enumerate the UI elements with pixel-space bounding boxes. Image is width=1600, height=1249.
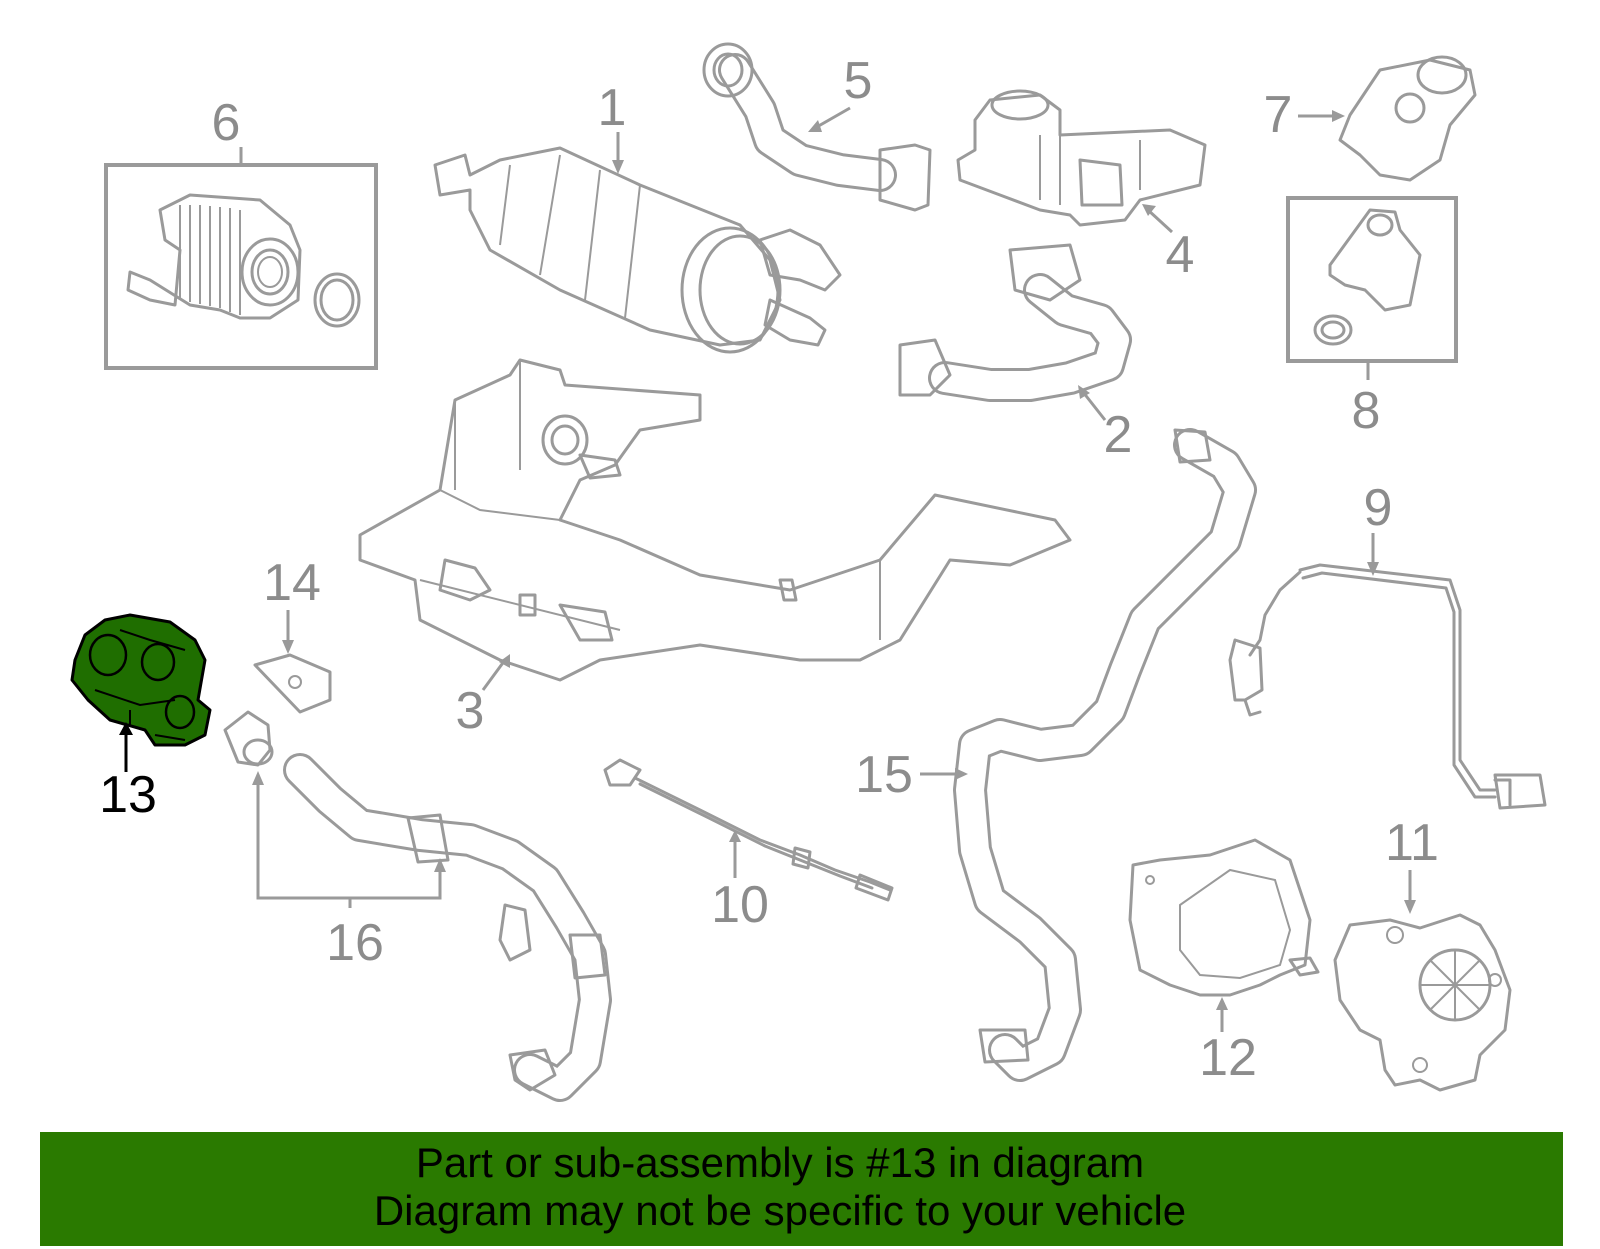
- callout-3: 3: [456, 682, 485, 740]
- callout-10: 10: [711, 876, 769, 934]
- part-6-o-ring: [313, 272, 361, 328]
- part-1-canister[interactable]: 1: [433, 79, 842, 354]
- callout-4: 4: [1166, 226, 1195, 284]
- part-16-hose[interactable]: 16: [223, 710, 612, 1102]
- banner-line-2: Diagram may not be specific to your vehi…: [373, 1187, 1187, 1234]
- part-9-sensor[interactable]: 9: [1228, 479, 1547, 810]
- callout-15: 15: [855, 746, 913, 804]
- parts-diagram: 6 1 5 4 7: [70, 42, 1547, 1102]
- callout-5: 5: [844, 52, 873, 110]
- banner-line-1: Part or sub-assembly is #13 in diagram: [415, 1139, 1145, 1186]
- part-11-housing[interactable]: 11: [1333, 814, 1512, 1092]
- callout-11: 11: [1385, 814, 1439, 872]
- part-6-module: [126, 193, 302, 320]
- part-15-hose[interactable]: 15: [855, 428, 1257, 1082]
- callout-8: 8: [1352, 382, 1381, 440]
- part-12-shield[interactable]: 12: [1128, 838, 1320, 1087]
- callout-6: 6: [212, 94, 241, 152]
- part-3-bracket[interactable]: 3: [358, 358, 1072, 740]
- callout-12: 12: [1199, 1029, 1257, 1087]
- callout-13: 13: [99, 766, 157, 824]
- part-10-sensor[interactable]: 10: [603, 758, 894, 934]
- part-14-bracket[interactable]: 14: [253, 554, 332, 714]
- part-8-group[interactable]: 8: [1286, 196, 1458, 440]
- part-13-highlighted[interactable]: 13: [70, 613, 212, 824]
- callout-1: 1: [598, 79, 627, 137]
- part-8-box: [1286, 196, 1458, 363]
- callout-2: 2: [1104, 406, 1133, 464]
- callout-9: 9: [1364, 479, 1393, 537]
- info-banner: Part or sub-assembly is #13 in diagram D…: [40, 1132, 1563, 1246]
- part-4-valve[interactable]: 4: [956, 89, 1207, 284]
- part-5-hose[interactable]: 5: [702, 42, 932, 212]
- part-2-hose[interactable]: 2: [898, 243, 1133, 464]
- callout-7: 7: [1264, 86, 1293, 144]
- callout-14: 14: [263, 554, 321, 612]
- callout-16: 16: [326, 914, 384, 972]
- part-6-group[interactable]: 6: [104, 94, 378, 370]
- part-7-sensor[interactable]: 7: [1264, 55, 1477, 182]
